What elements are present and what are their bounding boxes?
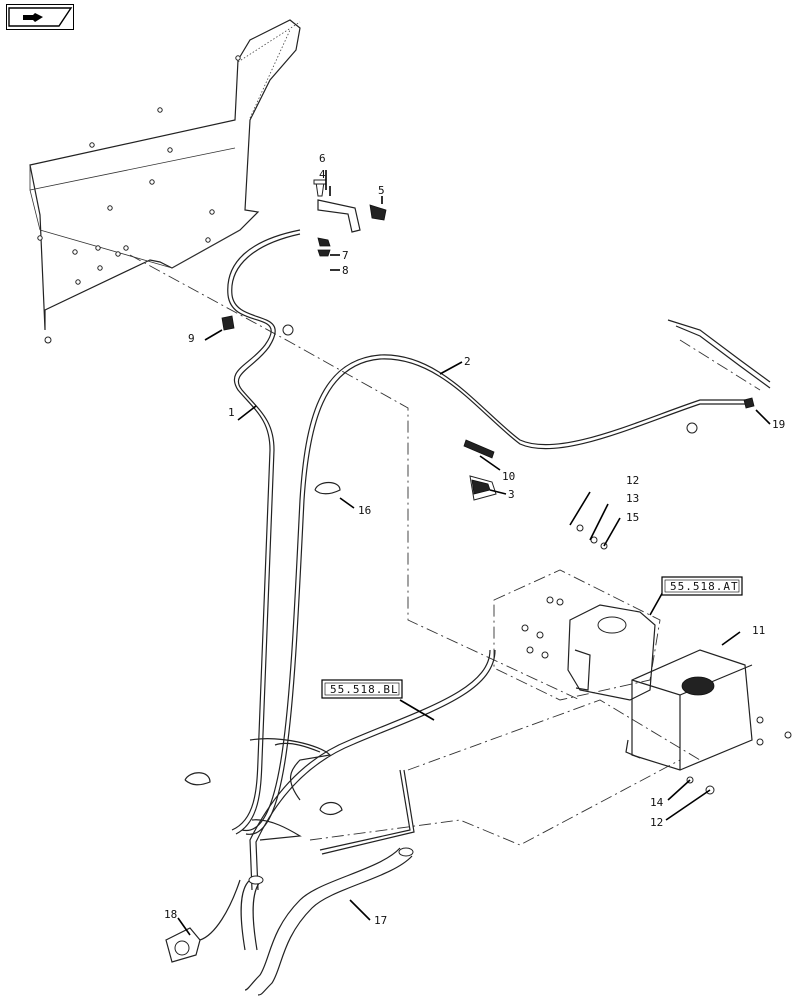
leader-lines <box>177 170 771 936</box>
callout-13: 13 <box>626 492 639 505</box>
navigation-button[interactable] <box>6 4 74 30</box>
hose-1 <box>227 229 301 835</box>
callout-11: 11 <box>752 624 765 637</box>
callout-14: 14 <box>650 796 664 809</box>
hose-bl-branch <box>249 649 496 891</box>
callout-9: 9 <box>188 332 195 345</box>
callout-12-top: 12 <box>626 474 639 487</box>
forward-arrow-icon <box>8 7 73 27</box>
callout-7: 7 <box>342 249 349 262</box>
mounting-panel <box>29 19 301 344</box>
hose-2 <box>241 354 745 835</box>
callout-6: 6 <box>319 152 326 165</box>
callout-19: 19 <box>772 418 785 431</box>
callout-4: 4 <box>319 168 326 181</box>
callout-8: 8 <box>342 264 349 277</box>
callout-18: 18 <box>164 908 177 921</box>
callout-2: 2 <box>464 355 471 368</box>
reservoir-assembly <box>521 524 792 795</box>
reference-label-at: 55.518.AT <box>670 580 739 593</box>
assembly-lines <box>129 254 761 846</box>
part-17-hose <box>240 847 414 996</box>
callout-16: 16 <box>358 504 371 517</box>
bracket-assembly <box>313 179 387 257</box>
small-parts <box>165 315 771 963</box>
callout-1: 1 <box>228 406 235 419</box>
callouts: 6 4 5 7 8 9 1 2 10 3 16 12 13 15 11 14 1… <box>164 152 785 927</box>
reference-label-bl: 55.518.BL <box>330 683 399 696</box>
reference-55-518-at[interactable]: 55.518.AT <box>661 576 743 596</box>
callout-12-bottom: 12 <box>650 816 663 829</box>
callout-3: 3 <box>508 488 515 501</box>
callout-5: 5 <box>378 184 385 197</box>
callout-15: 15 <box>626 511 639 524</box>
callout-10: 10 <box>502 470 515 483</box>
reference-55-518-bl[interactable]: 55.518.BL <box>321 679 403 699</box>
callout-17: 17 <box>374 914 387 927</box>
